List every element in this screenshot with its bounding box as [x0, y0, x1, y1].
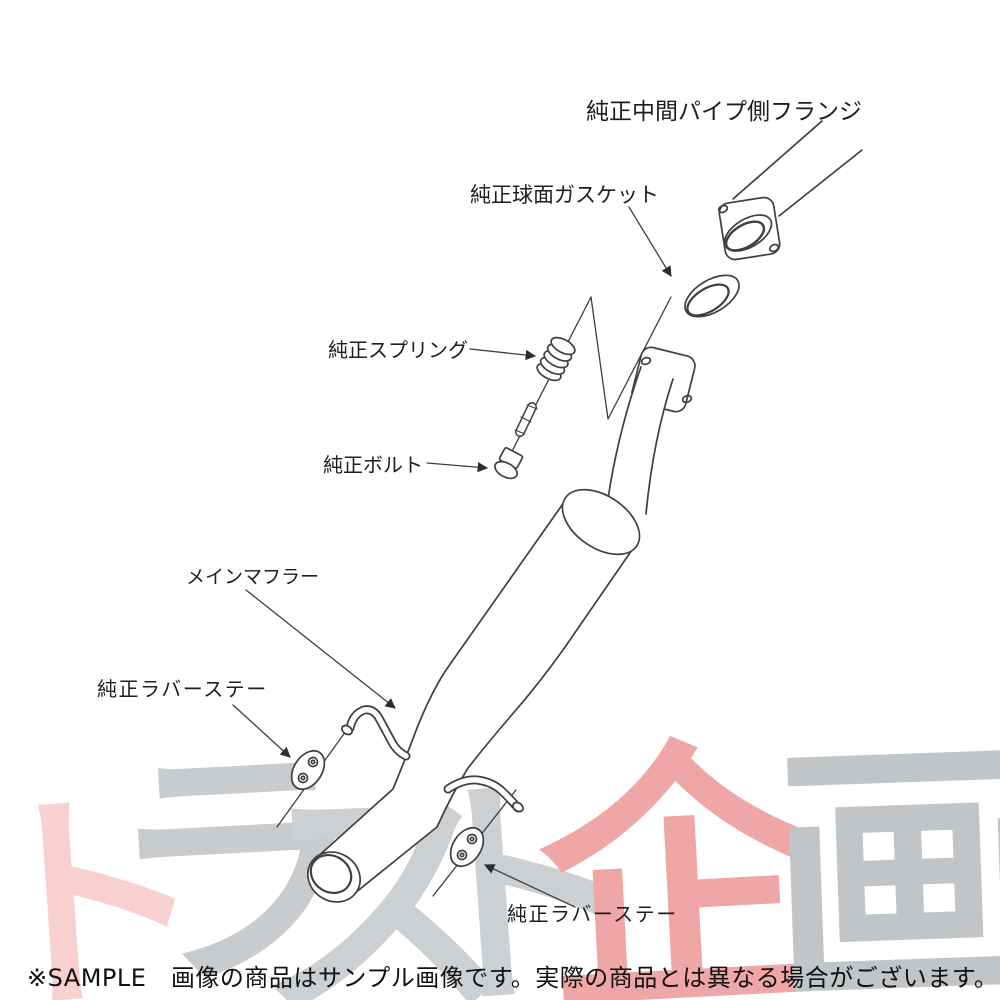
- label-rubber-stay-left: 純正ラバーステー: [97, 677, 268, 701]
- label-spring: 純正スプリング: [328, 338, 468, 362]
- label-intermediate-pipe-flange: 純正中間パイプ側フランジ: [586, 99, 862, 125]
- leader-stay-left: [232, 704, 291, 758]
- bolt: [494, 402, 538, 480]
- alignment-v-line: [590, 296, 672, 420]
- label-main-muffler: メインマフラー: [186, 566, 320, 588]
- label-rubber-stay-right: 純正ラバーステー: [507, 902, 678, 926]
- spring: [536, 336, 576, 382]
- rubber-stay-left: [290, 749, 326, 791]
- pipe-flange: [717, 196, 781, 261]
- rubber-stay-right: [449, 826, 485, 868]
- muffler-end-cap: [561, 488, 641, 556]
- main-muffler-body: [307, 488, 641, 903]
- leader-muffler: [245, 589, 396, 709]
- leader-lines: [232, 206, 672, 908]
- leader-stay-right: [484, 864, 576, 908]
- spherical-gasket: [684, 274, 740, 318]
- leader-gasket: [628, 206, 672, 277]
- leader-spring: [469, 348, 537, 361]
- intermediate-pipe: [732, 120, 863, 217]
- label-bolt: 純正ボルト: [323, 453, 423, 477]
- label-spherical-gasket: 純正球面ガスケット: [470, 183, 659, 207]
- right-hanger-rod: [432, 775, 524, 897]
- sample-disclaimer: ※SAMPLE 画像の商品はサンプル画像です。実際の商品とは異なる場合がございま…: [27, 964, 999, 992]
- inlet-pipe: [607, 366, 674, 515]
- leader-bolt: [426, 462, 489, 473]
